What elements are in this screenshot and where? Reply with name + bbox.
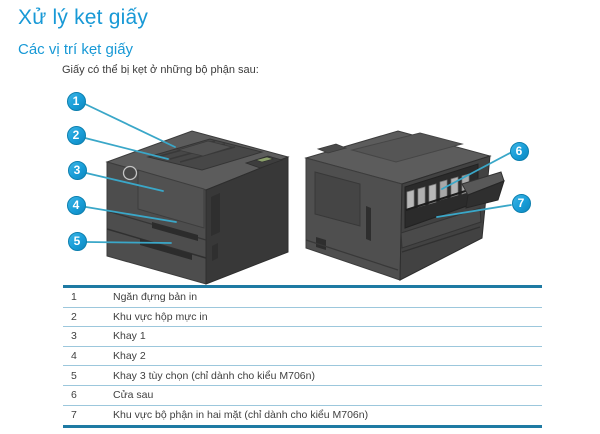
table-row: 3 Khay 1: [63, 327, 542, 347]
callout-line-4: [85, 206, 177, 223]
callout-lines: [84, 103, 512, 244]
row-label: Khay 2: [113, 350, 146, 363]
table-row: 6 Cửa sau: [63, 386, 542, 406]
callout-1-number: 1: [72, 94, 80, 108]
row-label: Khay 3 tùy chọn (chỉ dành cho kiểu M706n…: [113, 369, 315, 382]
callout-line-7: [436, 204, 512, 218]
row-number: 6: [71, 389, 77, 402]
page-title: Xử lý kẹt giấy: [18, 6, 149, 29]
callout-7: 7: [511, 193, 531, 213]
callout-5: 5: [67, 231, 87, 251]
row-label: Khu vực hộp mực in: [113, 310, 208, 323]
row-number: 4: [71, 350, 77, 363]
callout-3-number: 3: [73, 163, 81, 177]
jam-locations-table: 1 Ngăn đựng bản in 2 Khu vực hộp mực in …: [63, 285, 542, 429]
row-number: 1: [71, 291, 77, 304]
callout-1: 1: [66, 91, 86, 111]
callout-3: 3: [67, 160, 87, 180]
section-title: Các vị trí kẹt giấy: [18, 41, 134, 58]
callout-4: 4: [66, 195, 86, 215]
table-row: 7 Khu vực bộ phận in hai mặt (chỉ dành c…: [63, 406, 542, 426]
table-row: 1 Ngăn đựng bản in: [63, 288, 542, 308]
callout-7-number: 7: [517, 196, 525, 210]
row-label: Ngăn đựng bản in: [113, 291, 198, 304]
table-row: 5 Khay 3 tùy chọn (chỉ dành cho kiểu M70…: [63, 366, 542, 386]
row-label: Cửa sau: [113, 389, 154, 402]
row-number: 7: [71, 409, 77, 422]
callout-2: 2: [66, 125, 86, 145]
callout-line-6: [441, 152, 511, 190]
table-row: 2 Khu vực hộp mực in: [63, 308, 542, 328]
intro-text: Giấy có thể bị kẹt ở những bộ phận sau:: [62, 64, 259, 76]
callout-line-3: [85, 172, 164, 192]
row-label: Khu vực bộ phận in hai mặt (chỉ dành cho…: [113, 409, 369, 422]
callout-6-number: 6: [515, 144, 523, 158]
callout-line-5: [85, 241, 172, 244]
callout-line-1: [84, 103, 176, 148]
printer-rear-illustration: [304, 130, 505, 281]
row-number: 3: [71, 330, 77, 343]
row-number: 5: [71, 369, 77, 382]
printer-front-illustration: [105, 130, 290, 285]
row-label: Khay 1: [113, 330, 146, 343]
row-number: 2: [71, 310, 77, 323]
callout-line-2: [84, 137, 169, 160]
callout-4-number: 4: [72, 198, 80, 212]
callout-2-number: 2: [72, 128, 80, 142]
table-row: 4 Khay 2: [63, 347, 542, 367]
callout-5-number: 5: [73, 234, 81, 248]
callout-6: 6: [509, 141, 529, 161]
